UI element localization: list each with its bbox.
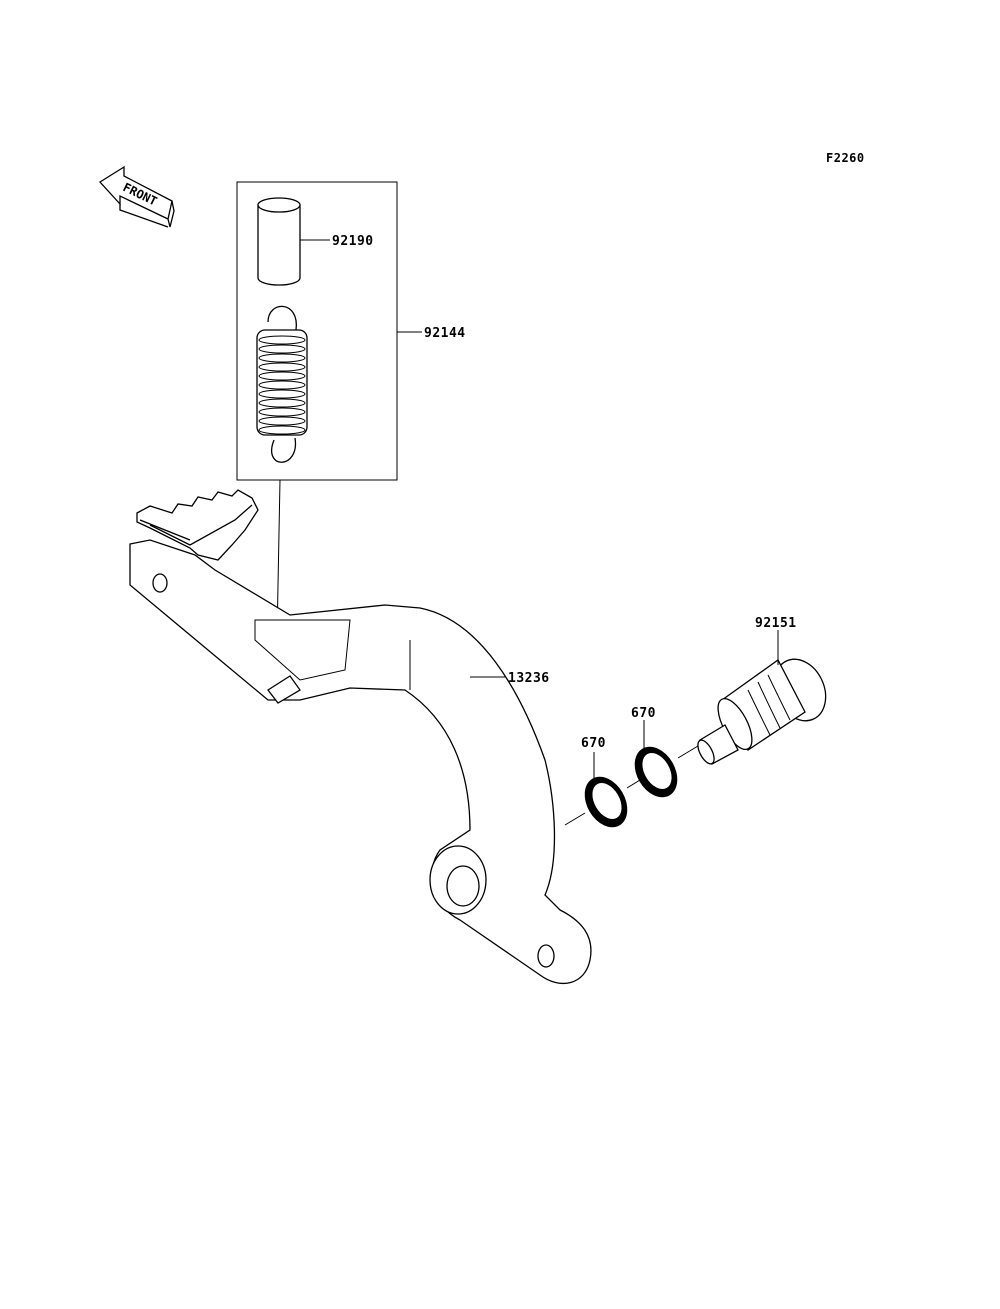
spring-coil [258,389,306,399]
spring-coil [258,344,306,354]
spring-coil [258,335,306,345]
figure-code: F2260 [826,151,865,165]
callout-92151: 92151 [755,616,797,631]
spring-coil [258,380,306,390]
return-spring-part [256,305,308,463]
callout-92144: 92144 [424,326,466,341]
spring-collar-part [257,197,301,286]
pivot-bolt-part [697,658,827,765]
callout-13236: 13236 [508,671,550,686]
callout-670-outer: 670 [631,706,656,721]
spring-coil [258,362,306,372]
spring-coil [258,371,306,381]
o-ring-inner-part [584,776,628,828]
o-ring-outer-part [634,746,678,798]
callout-670-inner: 670 [581,736,606,751]
spring-coil [258,407,306,417]
callout-92190: 92190 [332,234,374,249]
brake-pedal-part [129,489,592,984]
spring-coil [258,425,306,435]
front-arrow-icon: FRONT [98,165,175,228]
spring-set-box [236,181,398,481]
spring-coil [258,398,306,408]
spring-coil [258,353,306,363]
spring-coil [258,416,306,426]
